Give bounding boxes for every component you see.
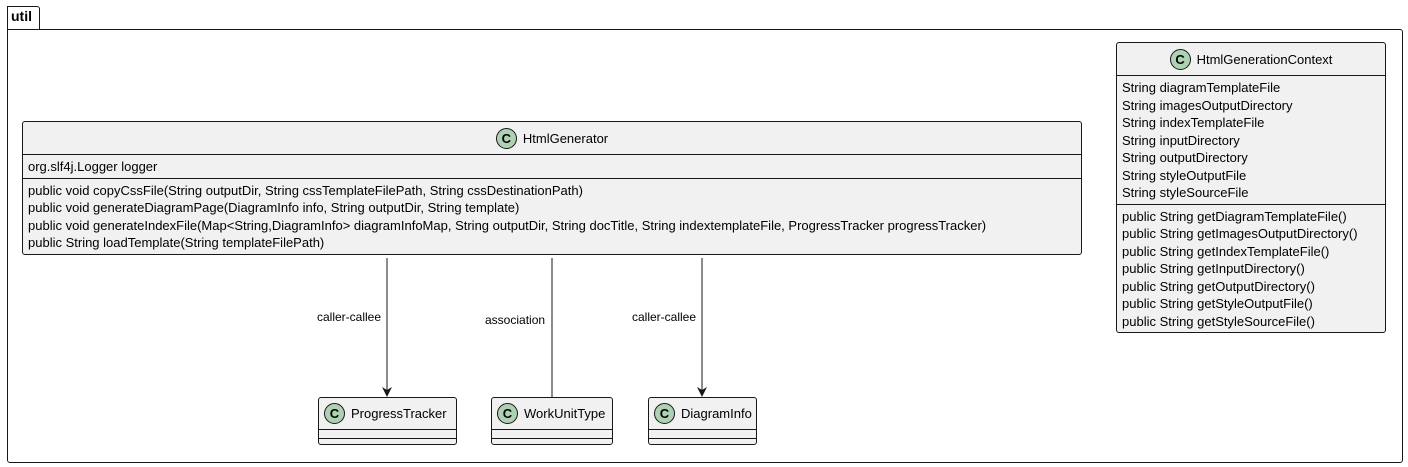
fields-section: org.slf4j.Logger logger <box>23 154 1081 178</box>
class-name: WorkUnitType <box>524 406 606 421</box>
field: String inputDirectory <box>1122 132 1240 148</box>
package-tab <box>7 6 40 30</box>
field: String styleOutputFile <box>1122 167 1247 183</box>
field: org.slf4j.Logger logger <box>28 159 158 174</box>
methods-section <box>492 438 612 447</box>
class-html-generation-context[interactable]: C HtmlGenerationContext String diagramTe… <box>1116 42 1386 333</box>
class-diagram-info[interactable]: C DiagramInfo <box>648 397 757 445</box>
class-name: DiagramInfo <box>681 406 752 421</box>
class-icon: C <box>495 127 517 149</box>
field: String styleSourceFile <box>1122 185 1249 200</box>
field: String indexTemplateFile <box>1122 115 1265 130</box>
method: public String getIndexTemplateFile() <box>1122 243 1330 259</box>
class-work-unit-type[interactable]: C WorkUnitType <box>491 397 613 445</box>
class-header: C HtmlGenerator <box>23 122 1081 154</box>
method: public void generateIndexFile(Map<String… <box>28 217 987 233</box>
class-header: C DiagramInfo <box>649 398 756 429</box>
method: public String getStyleOutputFile() <box>1122 296 1313 311</box>
method: public String getInputDirectory() <box>1122 261 1305 276</box>
method: public void copyCssFile(String outputDir… <box>28 182 583 198</box>
method: public String getStyleSourceFile() <box>1122 313 1315 329</box>
class-icon: C <box>1169 48 1191 70</box>
methods-section <box>319 438 456 447</box>
class-header: C WorkUnitType <box>492 398 612 429</box>
fields-section <box>492 429 612 438</box>
method: public String getOutputDirectory() <box>1122 278 1315 294</box>
relation-label-diagram-info: caller-callee <box>632 310 697 324</box>
class-header: C ProgressTracker <box>319 398 456 429</box>
method: public String getDiagramTemplateFile() <box>1122 208 1347 224</box>
methods-section: public String getDiagramTemplateFile() p… <box>1117 203 1385 333</box>
class-header: C HtmlGenerationContext <box>1117 43 1385 75</box>
class-icon: C <box>497 403 518 424</box>
relation-label-progress-tracker: caller-callee <box>317 310 382 324</box>
fields-section <box>649 429 756 438</box>
fields-section: String diagramTemplateFile String images… <box>1117 75 1385 204</box>
class-progress-tracker[interactable]: C ProgressTracker <box>318 397 457 445</box>
field: String imagesOutputDirectory <box>1122 97 1293 113</box>
method: public String getImagesOutputDirectory() <box>1122 226 1358 241</box>
class-name: HtmlGenerator <box>522 130 609 146</box>
relation-label-work-unit-type: association <box>485 313 546 327</box>
field: String outputDirectory <box>1122 150 1248 165</box>
methods-section <box>649 438 756 447</box>
method: public String loadTemplate(String templa… <box>28 235 325 250</box>
fields-section <box>319 429 456 438</box>
methods-section: public void copyCssFile(String outputDir… <box>23 177 1081 254</box>
class-icon: C <box>324 403 345 424</box>
class-name: HtmlGenerationContext <box>1196 51 1333 67</box>
field: String diagramTemplateFile <box>1122 80 1281 95</box>
class-html-generator[interactable]: C HtmlGenerator org.slf4j.Logger logger … <box>22 121 1082 255</box>
class-icon: C <box>654 403 675 424</box>
class-name: ProgressTracker <box>351 406 447 421</box>
package-name: util <box>11 8 32 24</box>
method: public void generateDiagramPage(DiagramI… <box>28 200 520 215</box>
